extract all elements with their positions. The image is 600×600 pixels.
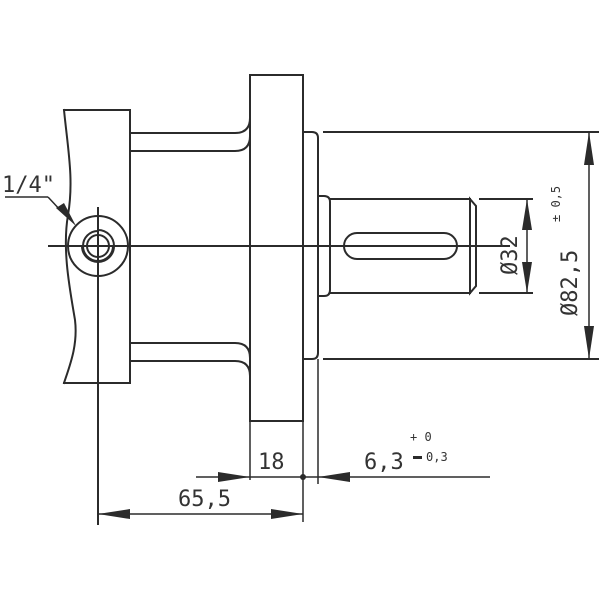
pilot-diameter-label: Ø82,5 [558, 250, 583, 316]
shaft-diameter-dimension: Ø32 [498, 199, 532, 293]
shaft-diameter-label: Ø32 [498, 235, 523, 275]
pilot-tolerance-label: ± 0,5 [549, 186, 563, 222]
port-to-flange-dimension: 65,5 [98, 487, 303, 519]
port-size-callout: 1/4" [2, 173, 76, 226]
port-1-4-inch [67, 207, 129, 525]
flange-thickness-label: 18 [258, 450, 285, 475]
port-size-label: 1/4" [2, 173, 55, 198]
mounting-flange [249, 74, 304, 422]
pilot-diameter-dimension: Ø82,5 ± 0,5 [549, 132, 594, 359]
flange-thickness-dimension: 18 6,3 + 0 0,3 [196, 430, 490, 482]
port-to-flange-label: 65,5 [178, 487, 231, 512]
pilot-length-label: 6,3 [364, 450, 404, 475]
minus-sign [413, 456, 422, 459]
pilot-length-tol-lower: 0,3 [426, 450, 448, 464]
pilot-length-tol-upper: + 0 [410, 430, 432, 444]
